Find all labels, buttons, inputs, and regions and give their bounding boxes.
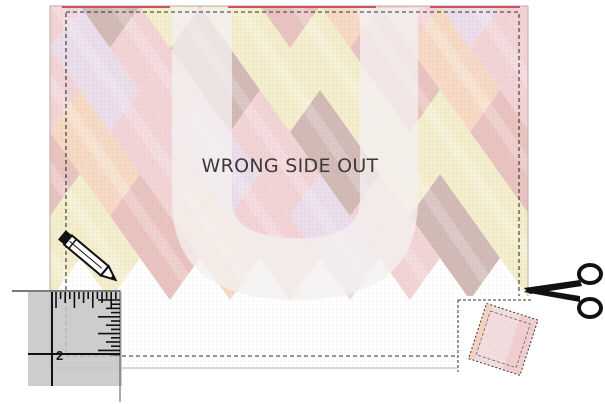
- fabric-diamond: [560, 0, 605, 48]
- fabric-diamond: [0, 48, 20, 132]
- fabric-diamond: [560, 48, 605, 132]
- fabric-diamond: [590, 6, 605, 90]
- fabric-diamond: [170, 0, 230, 6]
- fabric-diamond: [350, 0, 410, 6]
- fabric-diamond: [470, 0, 530, 6]
- fabric-diamond: [530, 90, 590, 174]
- fabric-diamond: [0, 216, 20, 300]
- fabric-diamond: [410, 0, 470, 6]
- ruler-mark: 2: [56, 348, 63, 363]
- fabric-diamond: [110, 0, 170, 6]
- fabric-band: [530, 6, 605, 368]
- fabric-diamond: [530, 0, 590, 6]
- fabric-diamond: [530, 6, 590, 90]
- fabric-diamond: [0, 174, 50, 258]
- fabric-diamond: [0, 90, 50, 174]
- fabric-diamond: [590, 174, 605, 258]
- fabric-diamond: [290, 0, 350, 6]
- fabric-diamond: [50, 0, 110, 6]
- fabric-diamond: [560, 132, 605, 216]
- fabric-diamond: [590, 90, 605, 174]
- ruler-icon: 2: [12, 290, 122, 402]
- fabric-diamond: [530, 174, 590, 258]
- fabric-diamond: [590, 0, 605, 6]
- fabric-diamond: [0, 6, 50, 90]
- fabric-diamond: [0, 0, 50, 6]
- fabric-diamond: [230, 0, 290, 6]
- fabric-diamond: [0, 132, 20, 216]
- wrong-side-label: WRONG SIDE OUT: [202, 155, 379, 177]
- fabric-diamond: [0, 0, 20, 48]
- scissors-icon: [524, 265, 601, 317]
- fabric-corner-icon: [458, 296, 538, 376]
